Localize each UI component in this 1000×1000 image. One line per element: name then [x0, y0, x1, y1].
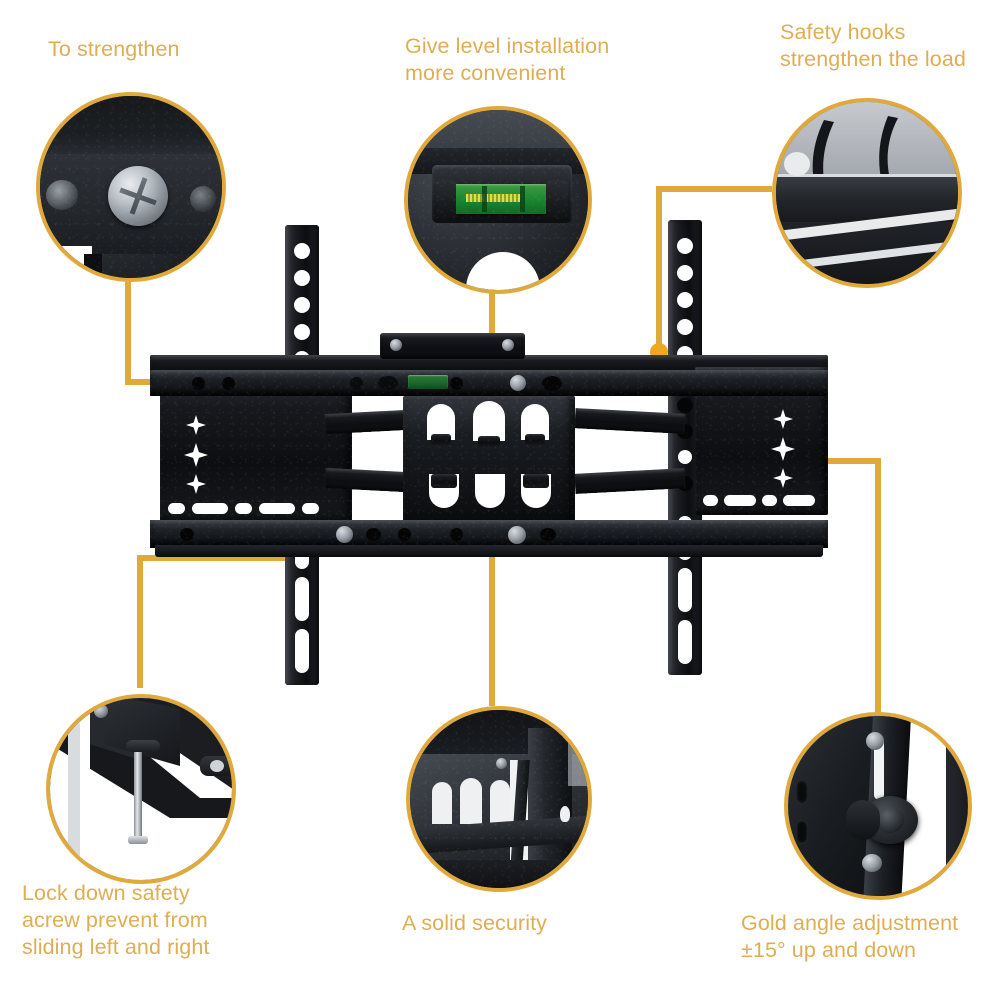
center-arm-assembly	[403, 396, 575, 528]
top-pivot-block	[380, 333, 525, 359]
label-safety-hooks: Safety hooks strengthen the load	[780, 20, 966, 71]
label-to-strengthen: To strengthen	[48, 37, 180, 61]
label-level-installation: Give level installation more convenient	[405, 34, 610, 85]
label-lock-down-screw: Lock down safety acrew prevent from slid…	[22, 881, 210, 959]
diamond-cutout	[771, 437, 795, 461]
diamond-cutout	[184, 443, 208, 467]
callout-bubble-level-installation	[404, 106, 592, 294]
callout-bubble-to-strengthen	[36, 92, 226, 282]
bubble-level-icon	[450, 184, 552, 214]
spirit-level-strip	[408, 375, 448, 389]
diamond-cutout	[186, 415, 206, 435]
label-solid-security: A solid security	[402, 911, 547, 935]
pin-screw-icon	[134, 740, 142, 844]
callout-bubble-solid-security	[406, 706, 592, 892]
label-angle-adjustment: Gold angle adjustment ±15° up and down	[741, 911, 959, 962]
callout-bubble-lock-down-screw	[46, 694, 236, 884]
arch-frame-icon	[410, 710, 588, 888]
diamond-cutout	[773, 409, 793, 429]
diamond-cutout	[773, 468, 793, 488]
bottom-lip	[155, 545, 823, 557]
callout-bubble-safety-hooks	[772, 98, 962, 288]
main-rail-band	[150, 370, 828, 396]
screw-icon	[108, 166, 168, 226]
diamond-cutout	[186, 474, 206, 494]
callout-bubble-angle-adjustment	[784, 712, 972, 900]
bottom-rail-band	[150, 520, 828, 548]
product-mount-illustration	[150, 215, 830, 685]
